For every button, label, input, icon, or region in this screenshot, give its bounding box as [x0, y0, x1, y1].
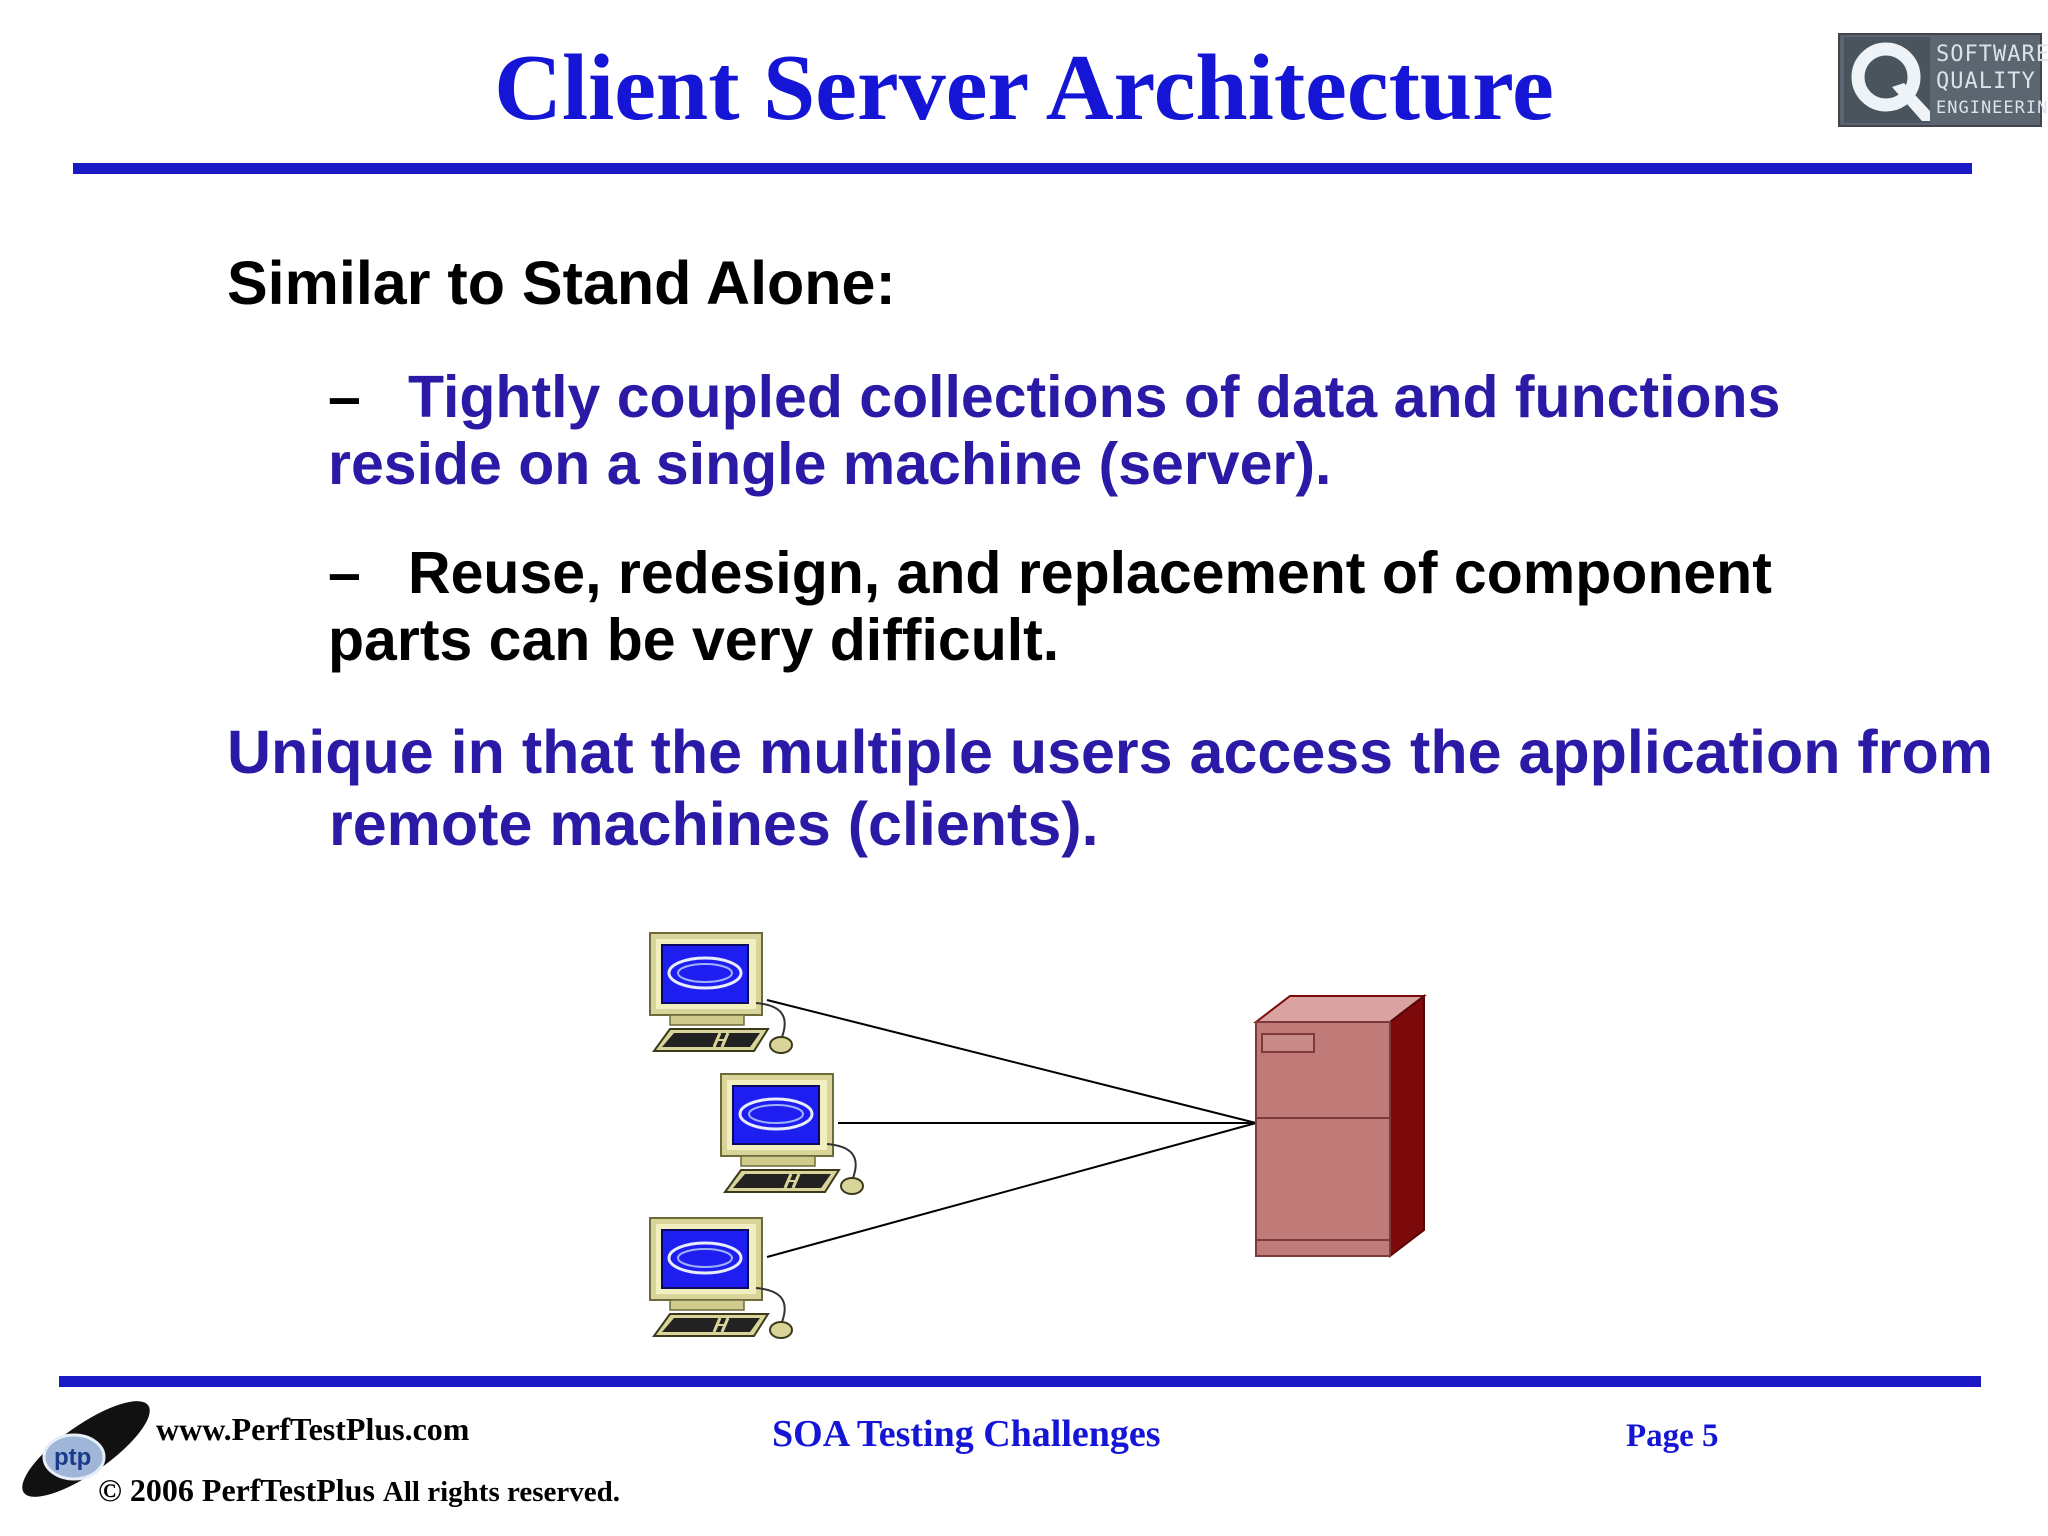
sub-bullet-tightly-coupled: –Tightly coupled collections of data and… [328, 364, 1888, 498]
footer-url-link[interactable]: www.PerfTestPlus.com [156, 1411, 470, 1447]
ptp-logo-icon: ptp [22, 1401, 150, 1497]
logo-line-3: ENGINEERING [1936, 98, 2048, 118]
software-quality-engineering-logo: SOFTWARE QUALITY ENGINEERING [1838, 33, 2048, 127]
logo-wordmark: SOFTWARE QUALITY ENGINEERING [1936, 41, 2048, 122]
logo-line-2: QUALITY [1936, 69, 2036, 94]
server-cabinet-icon [1253, 993, 1427, 1259]
copyright-rights: All rights reserved. [382, 1476, 620, 1508]
footer-page-number: Page 5 [1626, 1418, 1719, 1454]
dash-glyph: – [328, 540, 361, 606]
sub-bullet-text: Tightly coupled collections of data and … [328, 364, 1781, 497]
sub-bullet-text: Reuse, redesign, and replacement of comp… [328, 540, 1772, 673]
footer-divider [59, 1376, 1981, 1387]
client-computer-icon [648, 1216, 794, 1340]
bullet-similar: Similar to Stand Alone: [227, 249, 896, 317]
footer-copyright: © 2006 PerfTestPlus All rights reserved. [98, 1472, 620, 1509]
q-logo-icon [1844, 37, 1930, 123]
dash-glyph: – [328, 364, 361, 430]
bullet-unique: Unique in that the multiple users access… [227, 718, 1993, 858]
footer-presentation-title: SOA Testing Challenges [772, 1413, 1161, 1455]
ptp-logo-text: ptp [54, 1444, 91, 1471]
client-computer-icon [648, 931, 794, 1055]
copyright-holder: © 2006 PerfTestPlus [98, 1472, 375, 1508]
logo-line-1: SOFTWARE [1936, 42, 2048, 67]
title-divider [73, 163, 1972, 174]
sub-bullet-reuse: –Reuse, redesign, and replacement of com… [328, 540, 1888, 674]
client-computer-icon [719, 1072, 865, 1196]
connection-line [766, 999, 1257, 1124]
connection-line [766, 1122, 1257, 1258]
slide-title: Client Server Architecture [494, 36, 1554, 140]
